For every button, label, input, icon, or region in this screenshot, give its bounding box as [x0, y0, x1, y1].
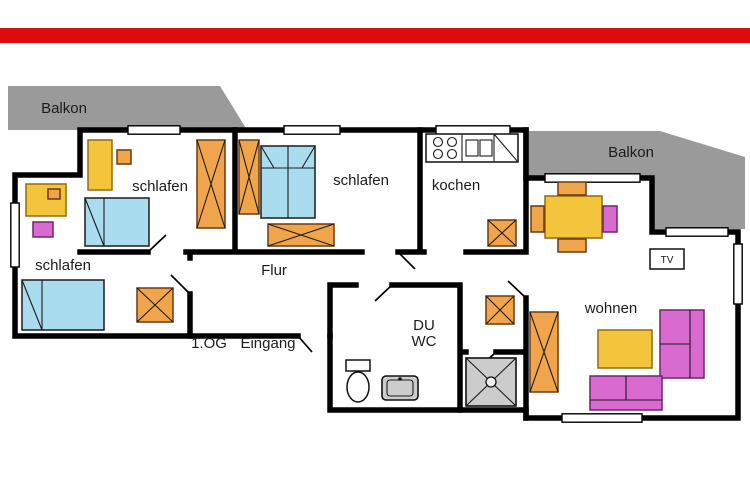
- door-leaves: [147, 234, 527, 368]
- dining-chair-right: [602, 205, 618, 233]
- kitchen-counter: [425, 133, 519, 163]
- dining-set: [530, 181, 618, 253]
- bed-left: [21, 279, 105, 331]
- label-bedroom-mid-left: schlafen: [132, 178, 188, 195]
- shower-tray: [465, 357, 517, 407]
- balcony-right-label: Balkon: [608, 144, 654, 161]
- bedroom-mid-furniture: [238, 139, 335, 247]
- balcony-right-shape: [529, 131, 745, 229]
- label-hallway: Flur: [261, 262, 287, 279]
- burner: [432, 148, 444, 160]
- interior-walls: [77, 127, 529, 421]
- windows: [10, 125, 743, 423]
- wardrobe-yellow: [87, 139, 113, 191]
- bedroom-left-furniture: [21, 183, 174, 331]
- sink-basin: [465, 139, 479, 157]
- bed-mid-left: [84, 197, 150, 247]
- window-bedroom-mid: [283, 125, 341, 135]
- desk-chair: [32, 221, 54, 238]
- cabinet-kitchen: [487, 219, 517, 247]
- window-bedroom-left: [10, 202, 20, 268]
- window-bedroom-mid-left: [127, 125, 181, 135]
- label-living: wohnen: [584, 300, 638, 317]
- walls: [12, 127, 741, 421]
- window-living-bottom: [561, 413, 643, 423]
- window-kitchen: [435, 125, 511, 135]
- label-wc: WC: [412, 333, 437, 350]
- balcony-right: Balkon: [529, 131, 745, 229]
- window-living-right: [733, 243, 743, 305]
- tv-label: TV: [661, 255, 674, 266]
- toilet: [345, 359, 371, 403]
- label-shower: DU: [413, 317, 435, 334]
- cabinet-bedroom-left: [136, 287, 174, 323]
- cabinet-hallway: [485, 295, 515, 325]
- dining-chair-left: [530, 205, 545, 233]
- chest-mid: [267, 223, 335, 247]
- wardrobe-x-mid-left: [196, 139, 226, 229]
- sofa-bottom: [589, 375, 663, 411]
- label-kitchen: kochen: [432, 177, 480, 194]
- armchair-right: [659, 309, 705, 379]
- top-red-bar: [0, 28, 750, 43]
- label-bedroom-mid: schlafen: [333, 172, 389, 189]
- balcony-left-label: Balkon: [41, 100, 87, 117]
- desk-item: [47, 188, 61, 200]
- dining-table: [544, 195, 603, 239]
- rug: [597, 329, 653, 369]
- wardrobe-x-mid: [238, 139, 260, 215]
- burner: [446, 136, 458, 148]
- washbasin: [381, 375, 419, 401]
- window-living-top: [665, 227, 729, 237]
- burner: [446, 148, 458, 160]
- burner: [432, 136, 444, 148]
- sink-basin: [479, 139, 493, 157]
- tv-cabinet: TV: [649, 248, 685, 270]
- label-bedroom-left: schlafen: [35, 257, 91, 274]
- bed-mid: [260, 145, 316, 219]
- bedroom-mid-left-furniture: [84, 139, 226, 247]
- label-entrance: Eingang: [240, 335, 295, 352]
- balcony-left: Balkon: [8, 86, 247, 130]
- label-floor: 1.OG: [191, 335, 227, 352]
- stool: [116, 149, 132, 165]
- wardrobe-x-living: [529, 311, 559, 393]
- window-balcony-door-dining: [544, 173, 641, 183]
- dining-chair-top: [557, 181, 587, 196]
- room-labels: schlafen schlafen kochen schlafen Flur 1…: [35, 172, 637, 352]
- dining-chair-bottom: [557, 238, 587, 253]
- balcony-left-shape: [8, 86, 247, 130]
